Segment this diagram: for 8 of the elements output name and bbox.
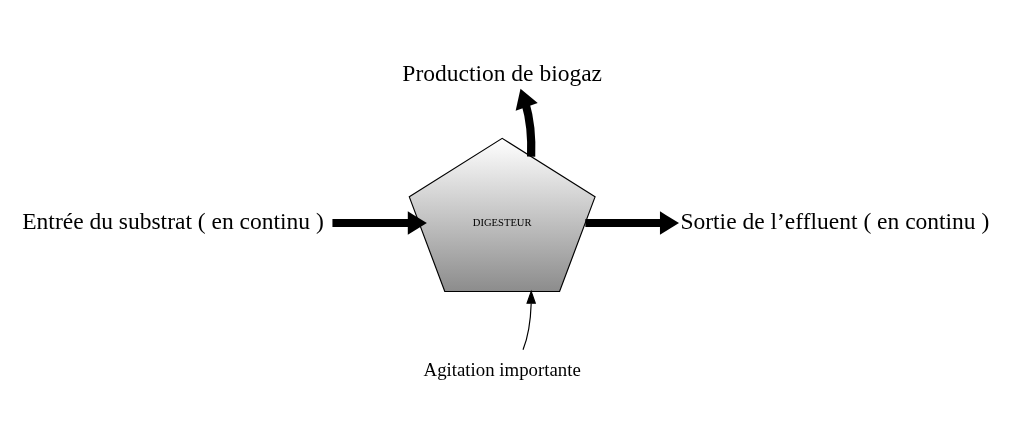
arrow: [515, 88, 538, 157]
node-text: Entrée du substrat ( en continu ): [21, 207, 324, 234]
arrow: [331, 210, 427, 235]
node-text: Agitation importante: [423, 358, 581, 380]
node-text: Production de biogaz: [401, 59, 602, 86]
arrow: [521, 289, 536, 350]
arrow: [584, 210, 679, 235]
node-text: Sortie de l’effluent ( en continu ): [679, 207, 989, 234]
